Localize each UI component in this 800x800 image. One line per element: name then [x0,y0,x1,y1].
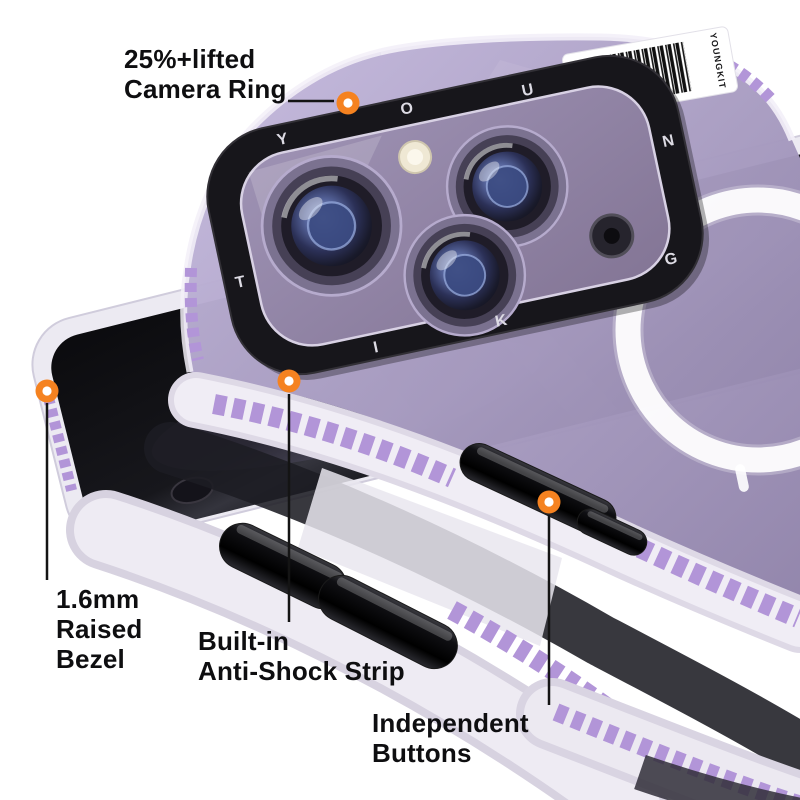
brand-letter: U [520,81,535,100]
brand-letter: T [234,273,247,292]
magsafe-ring [612,184,800,492]
callout-dots [35,91,561,514]
anti-shock-strip [212,394,457,488]
callout-dot-buttons [537,490,561,514]
clear-bumper-edge [379,33,796,142]
camera-module: Y O U N G K I T [206,54,710,380]
brand-letter: N [661,132,676,151]
brand-letter: K [494,312,509,331]
side-button [576,508,648,556]
case-edge-shadow [144,422,800,774]
callout-label-raised-bezel: 1.6mm Raised Bezel [56,584,143,675]
side-button [318,574,458,670]
anti-shock-strip [552,703,800,800]
anti-shock-strip [184,267,204,362]
brand-letter: I [372,339,380,357]
brand-letter: O [399,100,415,119]
brand-letter: G [663,250,679,269]
brand-letter: Y [276,130,290,149]
callout-lines [45,99,551,705]
magsafe-align-slot [735,464,749,492]
callout-dot-raised-bezel [35,379,59,403]
callout-label-independent-buttons: Independent Buttons [372,708,529,769]
flash-led [398,140,433,175]
clear-case-material [298,468,562,646]
bottom-case-rail [66,490,668,800]
callout-label-anti-shock: Built-in Anti-Shock Strip [198,626,405,687]
brand-letters: Y O U N G K I T [234,81,679,357]
callout-dot-anti-shock [277,369,301,393]
main-case-rail [168,372,800,653]
callout-label-camera-ring: 25%+lifted Camera Ring [124,44,287,105]
lidar-sensor [589,213,635,259]
anti-shock-strip [635,538,800,628]
callout-dot-camera-ring [336,91,360,115]
